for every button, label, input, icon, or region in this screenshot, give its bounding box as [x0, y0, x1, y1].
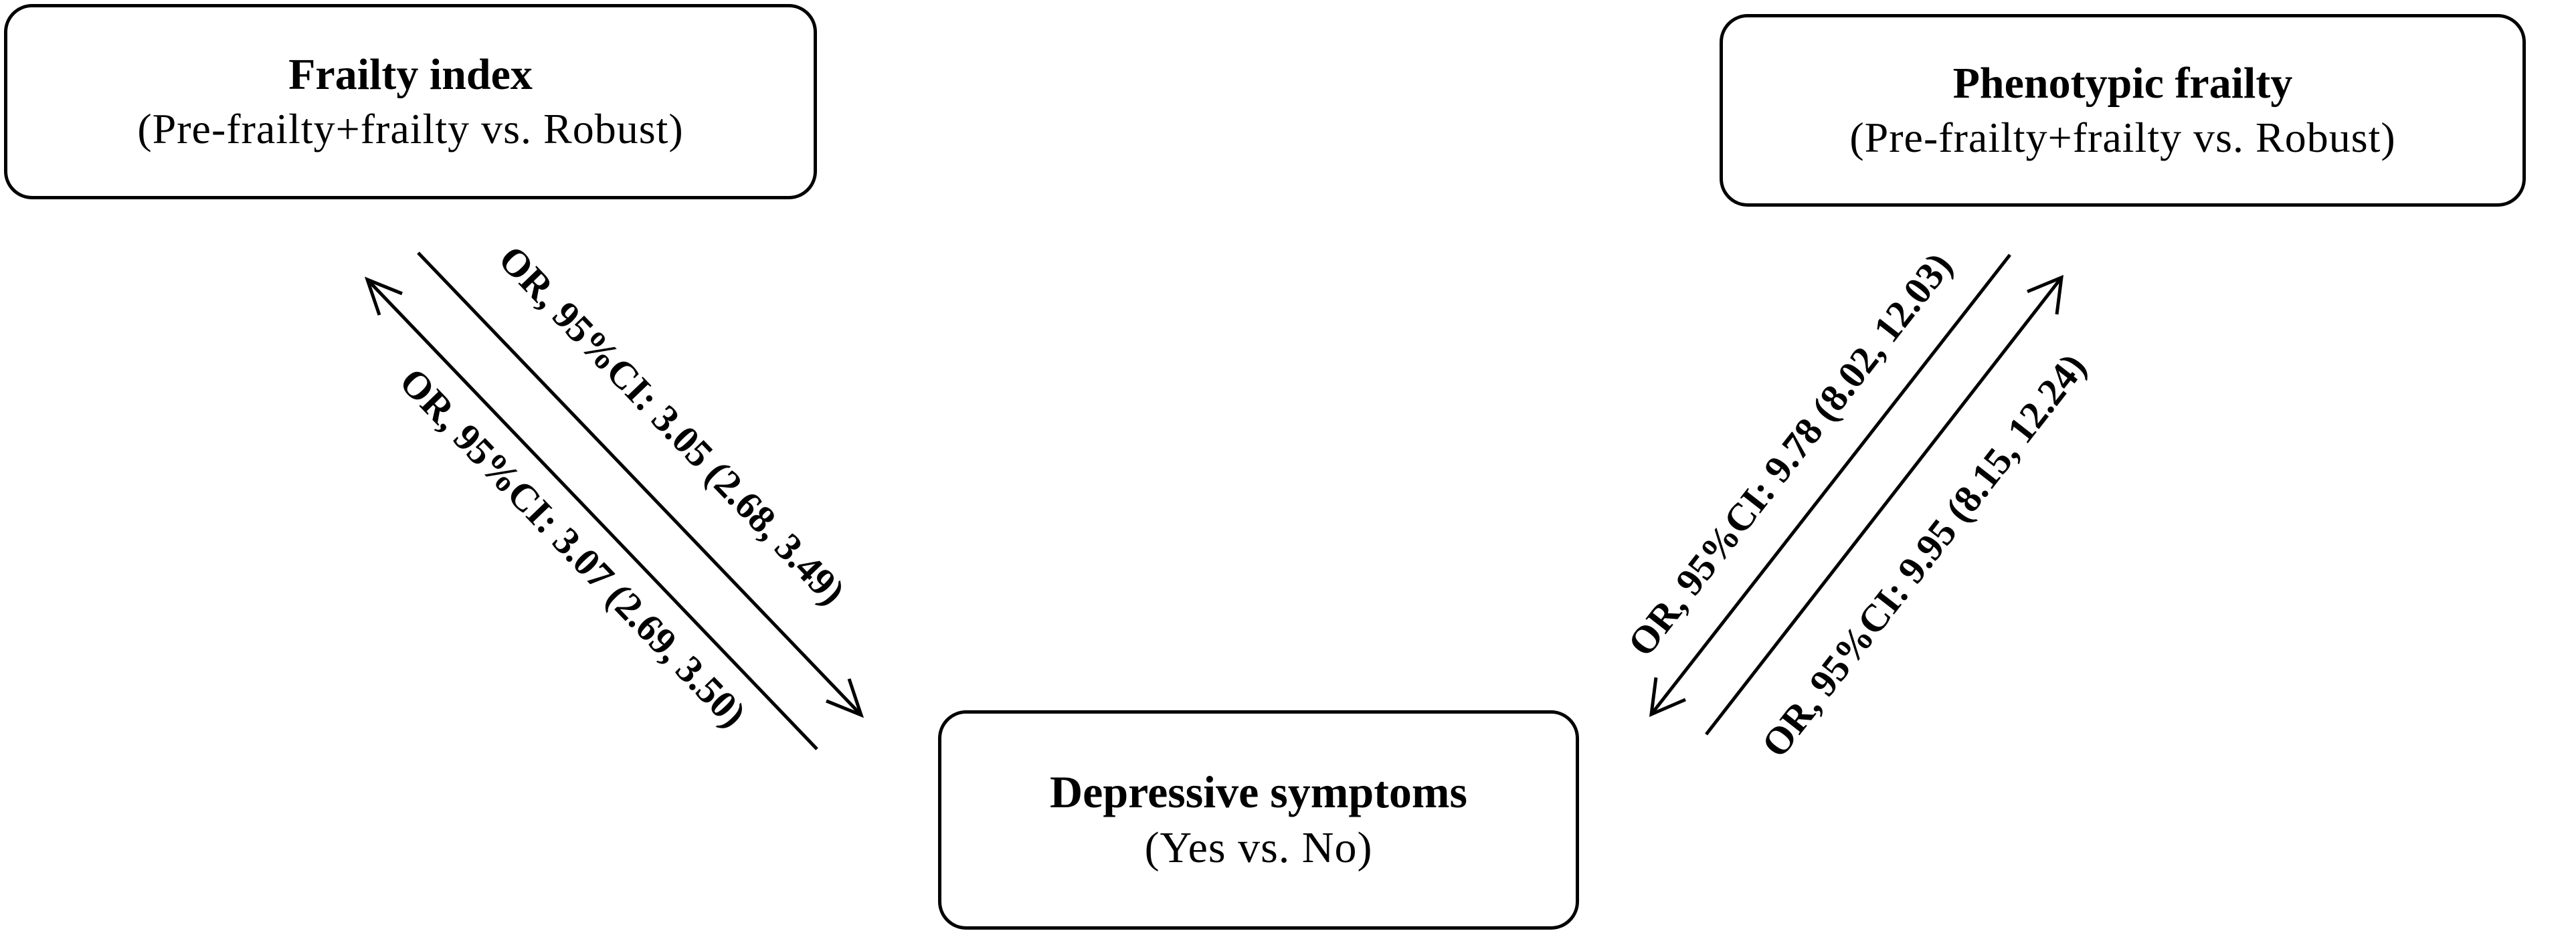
edge-line	[417, 251, 862, 716]
node-subtitle: (Pre-frailty+frailty vs. Robust)	[1849, 114, 2396, 162]
edge-label-frailty-to-depressive: OR, 95%CI: 3.05 (2.68, 3.49)	[490, 237, 854, 613]
arrowhead-icon	[826, 678, 864, 718]
node-subtitle: (Yes vs. No)	[1144, 823, 1373, 873]
edge-phenotypic-to-depressive	[1649, 253, 2011, 718]
arrowhead-icon	[2027, 275, 2064, 315]
arrowhead-icon	[1649, 677, 1686, 718]
edge-line	[366, 278, 818, 750]
node-title: Depressive symptoms	[1050, 766, 1467, 818]
edge-depressive-to-frailty	[364, 276, 818, 750]
edge-depressive-to-phenotypic	[1705, 275, 2064, 736]
node-title: Phenotypic frailty	[1952, 58, 2293, 108]
node-depressive-symptoms: Depressive symptoms (Yes vs. No)	[938, 710, 1579, 930]
edge-frailty-to-depressive	[417, 251, 864, 718]
arrowhead-icon	[364, 276, 403, 316]
edge-line	[1705, 276, 2063, 736]
node-title: Frailty index	[288, 49, 533, 99]
node-subtitle: (Pre-frailty+frailty vs. Robust)	[137, 105, 684, 153]
node-phenotypic-frailty: Phenotypic frailty (Pre-frailty+frailty …	[1720, 14, 2526, 207]
node-frailty-index: Frailty index (Pre-frailty+frailty vs. R…	[4, 4, 817, 199]
edge-line	[1650, 253, 2011, 716]
